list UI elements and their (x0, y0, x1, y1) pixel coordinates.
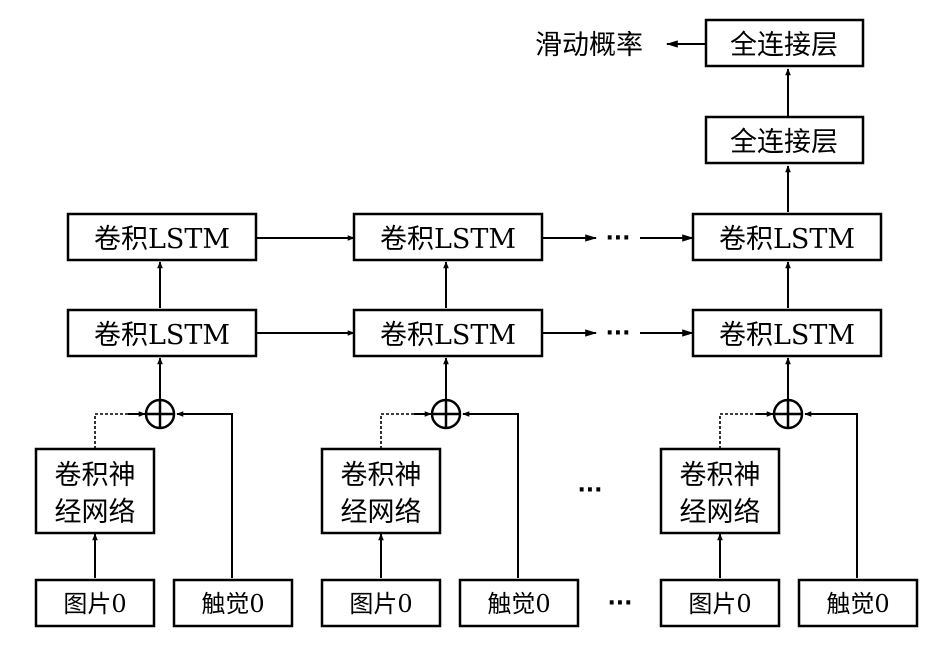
touch-input-label: 触觉0 (826, 590, 889, 618)
image-input-label: 图片0 (349, 590, 412, 618)
cnn-label-line1: 卷积神 (680, 460, 761, 491)
oplus-icon (772, 398, 804, 430)
fc-layer-top-label: 全连接层 (730, 30, 838, 61)
cnn-row: 卷积神 经网络 卷积神 经网络 卷积神 经网络 ··· (34, 447, 781, 535)
ellipsis: ··· (577, 478, 602, 503)
convlstm-bottom-3: 卷积LSTM (691, 308, 883, 358)
touch-to-oplus-1 (176, 411, 233, 578)
slide-probability-label: 滑动概率 (535, 30, 643, 61)
convlstm-label: 卷积LSTM (94, 320, 230, 351)
oplus-icon (144, 398, 176, 430)
cnn-box-2: 卷积神 经网络 (320, 447, 442, 535)
image-input-1: 图片0 (34, 578, 156, 628)
connections (92, 40, 858, 578)
convlstm-label: 卷积LSTM (719, 224, 855, 255)
cnn-to-oplus-2 (380, 413, 430, 449)
cnn-label-line2: 经网络 (680, 497, 761, 528)
ellipsis: ··· (605, 321, 630, 346)
touch-input-2: 触觉0 (458, 578, 580, 628)
touch-input-1: 触觉0 (172, 578, 294, 628)
cnn-label-line1: 卷积神 (341, 460, 422, 491)
touch-input-3: 触觉0 (797, 578, 919, 628)
cnn-label-line2: 经网络 (55, 497, 136, 528)
touch-input-label: 触觉0 (487, 590, 550, 618)
convlstm-label: 卷积LSTM (719, 320, 855, 351)
output-section: 滑动概率 全连接层 全连接层 (535, 18, 865, 165)
image-input-label: 图片0 (688, 590, 751, 618)
cnn-label-line1: 卷积神 (55, 460, 136, 491)
convlstm-label: 卷积LSTM (380, 320, 516, 351)
convlstm-top-row: 卷积LSTM 卷积LSTM 卷积LSTM ··· (66, 212, 883, 262)
touch-to-oplus-3 (804, 411, 858, 578)
cnn-label-line2: 经网络 (341, 497, 422, 528)
convlstm-top-1: 卷积LSTM (66, 212, 258, 262)
cnn-box-1: 卷积神 经网络 (34, 447, 156, 535)
convlstm-bottom-row: 卷积LSTM 卷积LSTM 卷积LSTM ··· (66, 308, 883, 358)
touch-to-oplus-2 (462, 411, 519, 578)
input-row: 图片0 触觉0 图片0 触觉0 ··· 图片0 触觉0 (34, 578, 919, 628)
convlstm-bottom-1: 卷积LSTM (66, 308, 258, 358)
image-input-2: 图片0 (320, 578, 442, 628)
ellipsis: ··· (605, 226, 630, 251)
convlstm-top-3: 卷积LSTM (691, 212, 883, 262)
cnn-box-3: 卷积神 经网络 (659, 447, 781, 535)
image-input-label: 图片0 (63, 590, 126, 618)
convlstm-top-2: 卷积LSTM (352, 212, 544, 262)
cnn-to-oplus-3 (719, 413, 772, 449)
oplus-icon (430, 398, 462, 430)
sum-nodes (144, 398, 804, 430)
touch-input-label: 触觉0 (201, 590, 264, 618)
fc-layer-top: 全连接层 (704, 18, 865, 68)
image-input-3: 图片0 (659, 578, 781, 628)
cnn-to-oplus-1 (94, 413, 144, 449)
ellipsis: ··· (607, 591, 632, 616)
fc-layer-bottom: 全连接层 (704, 115, 865, 165)
convlstm-bottom-2: 卷积LSTM (352, 308, 544, 358)
convlstm-label: 卷积LSTM (380, 224, 516, 255)
convlstm-label: 卷积LSTM (94, 224, 230, 255)
fc-layer-bottom-label: 全连接层 (730, 127, 838, 158)
